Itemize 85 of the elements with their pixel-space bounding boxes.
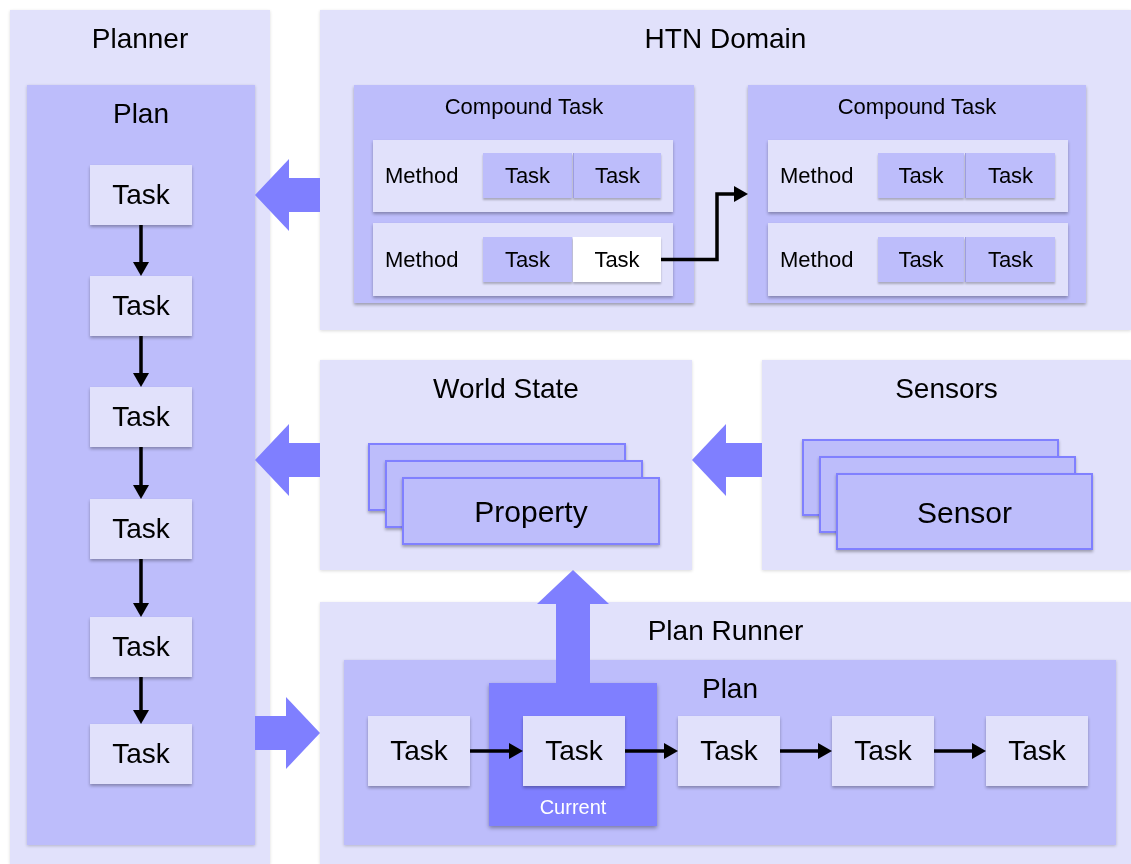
task-label: Task <box>898 247 944 272</box>
arrow <box>470 743 523 759</box>
panel <box>320 10 1131 330</box>
task-box <box>90 276 192 336</box>
arrow <box>780 743 832 759</box>
card-stack-drawing <box>368 443 662 547</box>
task-box <box>523 716 625 786</box>
task-box <box>678 716 780 786</box>
task-box <box>483 237 572 282</box>
method-label: Method <box>780 163 854 189</box>
block-arrow <box>255 697 320 769</box>
compound-task-box <box>354 85 694 303</box>
method-row <box>373 140 673 212</box>
panel <box>320 602 1131 864</box>
panel-title: Plan <box>113 99 169 130</box>
block-arrow <box>537 570 609 683</box>
task-box <box>878 237 964 282</box>
task-label: Task <box>594 163 641 188</box>
box-title: Compound Task <box>837 95 997 120</box>
task-label: Task <box>112 513 170 545</box>
block-arrow <box>255 424 320 496</box>
card-stack-drawing <box>802 439 1095 552</box>
task-label: Task <box>504 163 551 188</box>
current-label: Current <box>539 796 607 818</box>
task-label: Task <box>594 247 640 272</box>
arrow <box>133 447 149 499</box>
panel-title: HTN Domain <box>644 24 807 55</box>
block-arrow <box>692 424 762 496</box>
task-box <box>483 153 572 198</box>
task-box <box>965 237 1055 282</box>
plan-panel <box>344 660 1116 845</box>
panel-title: World State <box>433 374 579 405</box>
panel <box>320 360 692 570</box>
task-box <box>90 387 192 447</box>
task-label: Task <box>854 735 912 767</box>
task-label: Task <box>112 401 170 433</box>
method-label: Method <box>780 247 854 272</box>
task-box <box>368 716 470 786</box>
task-box <box>90 499 192 559</box>
compound-task-box <box>748 85 1086 303</box>
task-box <box>965 153 1055 198</box>
task-label: Task <box>1008 735 1066 767</box>
box-title: Compound Task <box>444 95 604 120</box>
task-label: Task <box>112 738 170 770</box>
task-label: Task <box>700 735 758 767</box>
method-label: Method <box>385 163 459 189</box>
task-box <box>573 237 661 282</box>
task-label: Task <box>112 179 170 211</box>
panel-title: Plan Runner <box>647 616 804 647</box>
task-box <box>986 716 1088 786</box>
task-label: Task <box>112 290 170 322</box>
task-label: Task <box>898 163 944 188</box>
panel <box>762 360 1131 570</box>
method-row <box>768 140 1068 212</box>
card-label: Property <box>474 494 588 528</box>
task-box <box>878 153 964 198</box>
arrow <box>133 677 149 724</box>
task-box <box>90 617 192 677</box>
task-box <box>90 165 192 225</box>
panel-title: Sensors <box>895 374 998 405</box>
panel <box>10 10 270 864</box>
task-label: Task <box>987 247 1034 272</box>
arrow <box>661 186 748 262</box>
arrow <box>934 743 986 759</box>
panel-title: Plan <box>702 674 758 705</box>
method-label: Method <box>385 247 459 272</box>
arrow <box>625 743 678 759</box>
task-label: Task <box>112 631 170 663</box>
plan-panel <box>27 85 255 845</box>
task-box <box>832 716 934 786</box>
task-box <box>573 153 661 198</box>
block-arrow <box>255 159 320 231</box>
task-label: Task <box>545 735 603 767</box>
method-row <box>768 223 1068 296</box>
task-label: Task <box>504 247 551 272</box>
task-label: Task <box>390 735 448 767</box>
arrow <box>133 225 149 276</box>
current-highlight-box <box>489 683 657 826</box>
task-box <box>90 724 192 784</box>
method-row <box>373 223 673 296</box>
task-label: Task <box>987 163 1034 188</box>
panel-title: Planner <box>91 24 189 55</box>
arrow <box>133 559 149 617</box>
arrow <box>133 336 149 387</box>
card-label: Sensor <box>916 495 1013 528</box>
